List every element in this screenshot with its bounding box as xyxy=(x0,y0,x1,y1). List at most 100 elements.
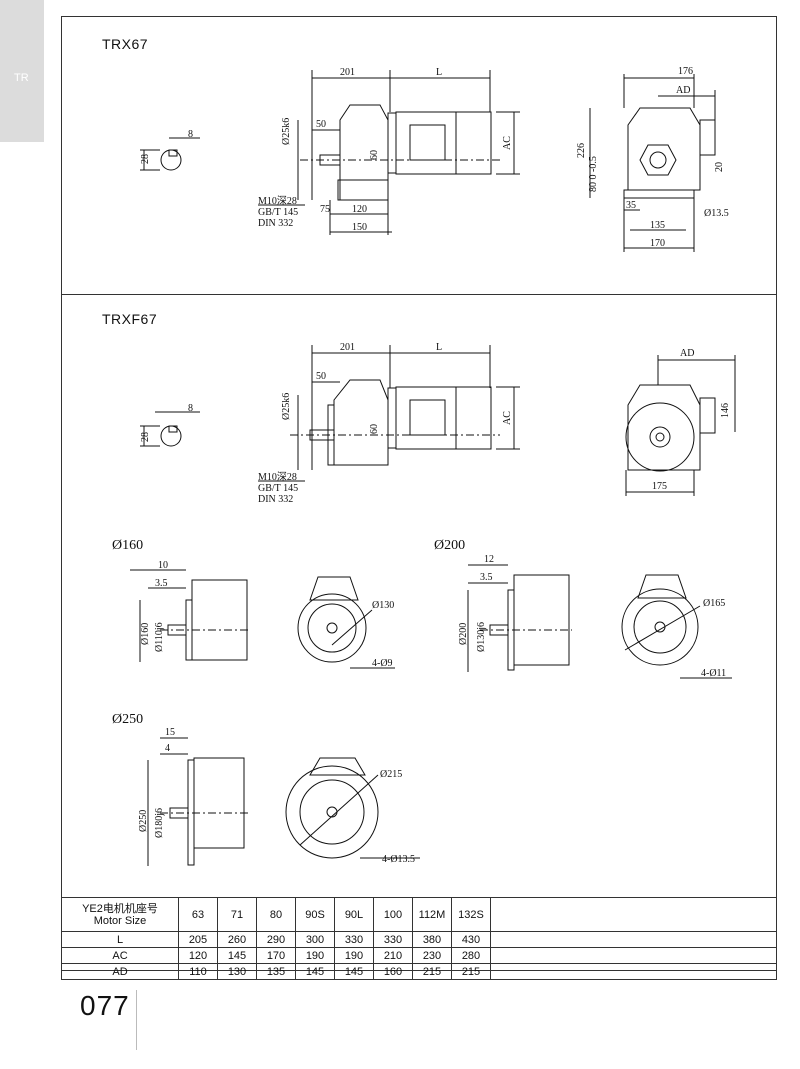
trx67-end-hole: Ø13.5 xyxy=(704,208,729,219)
size-cell: 112M xyxy=(412,897,452,932)
value-cell: 205 xyxy=(178,931,218,948)
value-cell: 290 xyxy=(256,931,296,948)
motor-size-table: YE2电机机座号 Motor Size 63 71 80 90S 90L 100… xyxy=(61,897,777,980)
trx67-end-view: 176 AD 226 80 0 -0.5 20 35 135 170 Ø13.5 xyxy=(576,66,729,252)
trxf67-side-view: 201 L 50 Ø25k6 60 AC M10深28 GB/T 145 DIN… xyxy=(258,342,520,505)
value-cell: 170 xyxy=(256,947,296,964)
blank-cell xyxy=(490,947,777,964)
trxf67-center-60: 60 xyxy=(369,424,380,434)
flange-160-spigot: Ø110j6 xyxy=(154,622,165,652)
table-header-cell: YE2电机机座号 Motor Size xyxy=(61,897,179,932)
table-header-line1: YE2电机机座号 xyxy=(82,902,158,915)
flange-160-outer: Ø160 xyxy=(140,623,151,645)
flange-200-pcd: Ø165 xyxy=(703,598,725,609)
trxf67-dim-201: 201 xyxy=(340,342,355,353)
side-tab: TR xyxy=(0,0,44,142)
page-number-rule xyxy=(136,990,137,1050)
trx67-dim-ac: AC xyxy=(502,136,513,150)
value-cell: 160 xyxy=(373,963,413,980)
table-header-line2: Motor Size xyxy=(93,914,147,927)
value-cell: 145 xyxy=(217,947,257,964)
flange-160-front: Ø130 4-Ø9 xyxy=(297,576,395,669)
trxf67-dim-50: 50 xyxy=(316,371,326,382)
trxf67-end-175: 175 xyxy=(652,481,667,492)
size-cell: 90L xyxy=(334,897,374,932)
row-label: AC xyxy=(61,947,179,964)
trx67-dim-L: L xyxy=(436,67,442,78)
flange-200-side: 12 3.5 Ø200 Ø130j6 xyxy=(458,554,572,672)
table-row: L 205 260 290 300 330 330 380 430 xyxy=(61,931,777,948)
trx67-std1: GB/T 145 xyxy=(258,207,298,218)
value-cell: 430 xyxy=(451,931,491,948)
flange-160-d2: 3.5 xyxy=(155,578,168,589)
trx67-end-135: 135 xyxy=(650,220,665,231)
value-cell: 330 xyxy=(334,931,374,948)
value-cell: 215 xyxy=(451,963,491,980)
flange-200-front: Ø165 4-Ø11 xyxy=(621,574,732,679)
trx67-end-35: 35 xyxy=(626,200,636,211)
trx67-thread: M10深28 xyxy=(258,195,297,207)
trx67-key-height: 28 xyxy=(140,154,151,164)
flange-250-holes: 4-Ø13.5 xyxy=(382,854,415,865)
trxf67-shaft-section: 8 28 xyxy=(140,403,200,447)
trxf67-end-view: AD 146 175 xyxy=(625,348,736,496)
value-cell: 145 xyxy=(334,963,374,980)
flange-160-title: Ø160 xyxy=(112,538,144,553)
trxf67-shaft-dia: Ø25k6 xyxy=(281,393,292,420)
value-cell: 130 xyxy=(217,963,257,980)
flange-160-d1: 10 xyxy=(158,560,168,571)
trx67-key-width: 8 xyxy=(188,129,193,140)
trx67-dim-201: 201 xyxy=(340,67,355,78)
value-cell: 215 xyxy=(412,963,452,980)
trx67-end-ad: AD xyxy=(676,85,690,96)
side-tab-label: TR xyxy=(14,72,29,84)
trx67-title: TRX67 xyxy=(102,36,149,52)
size-cell: 132S xyxy=(451,897,491,932)
flange-200-holes: 4-Ø11 xyxy=(701,668,726,679)
size-cell: 100 xyxy=(373,897,413,932)
flange-250-side: 15 4 Ø250 Ø180j6 xyxy=(138,727,250,866)
trx67-center-60: 60 xyxy=(369,150,380,160)
row-label: AD xyxy=(61,963,179,980)
row-label: L xyxy=(61,931,179,948)
flange-200-outer: Ø200 xyxy=(458,623,469,645)
table-row: AD 110 130 135 145 145 160 215 215 xyxy=(61,963,777,980)
trxf67-end-146: 146 xyxy=(720,403,731,418)
blank-cell xyxy=(490,931,777,948)
flange-200-title: Ø200 xyxy=(434,538,466,553)
trxf67-thread: M10深28 xyxy=(258,471,297,483)
flange-250-d1: 15 xyxy=(165,727,175,738)
trxf67-dim-L: L xyxy=(436,342,442,353)
value-cell: 190 xyxy=(295,947,335,964)
flange-160-pcd: Ø130 xyxy=(372,600,394,611)
flange-250-outer: Ø250 xyxy=(138,810,149,832)
value-cell: 280 xyxy=(451,947,491,964)
table-header-row: YE2电机机座号 Motor Size 63 71 80 90S 90L 100… xyxy=(61,897,777,932)
flange-250-pcd: Ø215 xyxy=(380,769,402,780)
value-cell: 230 xyxy=(412,947,452,964)
size-cell: 63 xyxy=(178,897,218,932)
value-cell: 110 xyxy=(178,963,218,980)
value-cell: 190 xyxy=(334,947,374,964)
blank-cell xyxy=(490,897,777,932)
trxf67-title: TRXF67 xyxy=(102,311,158,327)
value-cell: 210 xyxy=(373,947,413,964)
trx67-shaft-section: 8 28 xyxy=(140,129,200,171)
flange-200-spigot: Ø130j6 xyxy=(476,622,487,652)
trx67-shaft-dia: Ø25k6 xyxy=(281,118,292,145)
flange-250-title: Ø250 xyxy=(112,712,144,727)
trx67-dim-150: 150 xyxy=(352,222,367,233)
size-cell: 80 xyxy=(256,897,296,932)
value-cell: 120 xyxy=(178,947,218,964)
size-cell: 90S xyxy=(295,897,335,932)
trx67-dim-50: 50 xyxy=(316,119,326,130)
trx67-end-170: 170 xyxy=(650,238,665,249)
trxf67-key-width: 8 xyxy=(188,403,193,414)
value-cell: 300 xyxy=(295,931,335,948)
flange-160-side: 10 3.5 Ø160 Ø110j6 xyxy=(130,560,250,662)
trxf67-std1: GB/T 145 xyxy=(258,483,298,494)
flange-160-holes: 4-Ø9 xyxy=(372,658,393,669)
flange-200-d2: 3.5 xyxy=(480,572,493,583)
flange-200-d1: 12 xyxy=(484,554,494,565)
